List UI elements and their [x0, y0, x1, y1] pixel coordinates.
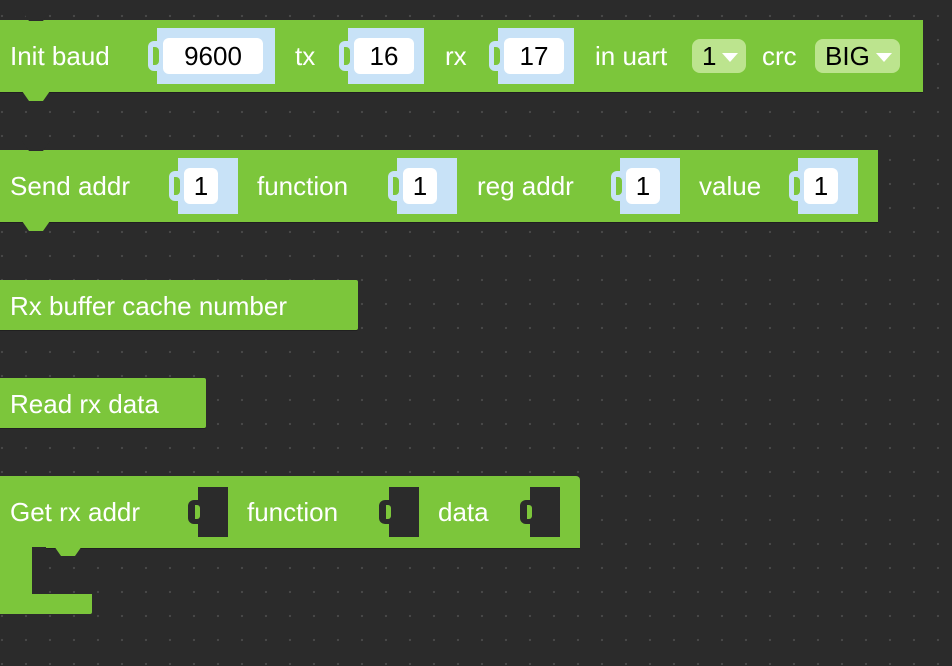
init-baud-block[interactable]: Init baud 9600 tx 16 rx 17 in uart 1 crc… — [0, 11, 923, 101]
value-label: value — [699, 171, 762, 201]
tx-input-socket[interactable]: 16 — [339, 28, 424, 84]
block-bottom-tab — [22, 221, 50, 231]
reg-addr-label: reg addr — [477, 171, 574, 201]
crc-value: BIG — [825, 40, 870, 71]
tx-label: tx — [295, 41, 316, 71]
in-uart-label: in uart — [595, 41, 668, 71]
value-input-socket[interactable]: 1 — [789, 158, 858, 214]
baud-input-socket[interactable]: 9600 — [148, 28, 275, 84]
block-top-notch — [22, 11, 50, 21]
function-label: function — [257, 171, 349, 201]
baud-field[interactable]: 9600 — [163, 38, 263, 74]
rx-field[interactable]: 17 — [504, 38, 564, 74]
rx-buffer-label: Rx buffer cache number — [10, 291, 287, 321]
get-function-label: function — [247, 497, 339, 527]
tx-field[interactable]: 16 — [354, 38, 414, 74]
block-top-notch — [22, 141, 50, 151]
data-value-slot[interactable] — [520, 487, 560, 537]
data-label: data — [438, 497, 489, 527]
reg-addr-field[interactable]: 1 — [626, 168, 660, 204]
function-value-slot[interactable] — [379, 487, 419, 537]
addr-field[interactable]: 1 — [184, 168, 218, 204]
send-addr-label: Send addr — [10, 171, 130, 201]
reg-addr-input-socket[interactable]: 1 — [611, 158, 680, 214]
crc-dropdown[interactable]: BIG — [815, 39, 900, 73]
block-bottom-tab — [22, 91, 50, 101]
function-input-socket[interactable]: 1 — [388, 158, 457, 214]
read-rx-data-block[interactable]: Read rx data — [0, 378, 206, 428]
value-field[interactable]: 1 — [804, 168, 838, 204]
get-rx-addr-label: Get rx addr — [10, 497, 141, 527]
get-rx-statement-mouth-notch — [54, 546, 82, 556]
crc-label: crc — [762, 41, 797, 71]
uart-value: 1 — [702, 40, 717, 71]
uart-dropdown[interactable]: 1 — [692, 39, 747, 73]
send-addr-block[interactable]: Send addr 1 function 1 reg addr 1 value … — [0, 141, 878, 231]
get-rx-statement-arm — [0, 547, 32, 597]
get-rx-block-bottom — [0, 594, 92, 614]
init-baud-label: Init baud — [10, 41, 110, 71]
function-field[interactable]: 1 — [403, 168, 437, 204]
read-rx-label: Read rx data — [10, 389, 159, 419]
get-rx-inner-corner — [32, 547, 46, 594]
rx-label: rx — [445, 41, 467, 71]
get-rx-addr-block[interactable]: Get rx addr function data — [0, 476, 580, 548]
rx-buffer-cache-number-block[interactable]: Rx buffer cache number — [0, 280, 358, 330]
chevron-down-icon — [722, 52, 739, 62]
chevron-down-icon — [875, 52, 892, 62]
rx-input-socket[interactable]: 17 — [489, 28, 574, 84]
addr-value-slot[interactable] — [188, 487, 228, 537]
addr-input-socket[interactable]: 1 — [169, 158, 238, 214]
